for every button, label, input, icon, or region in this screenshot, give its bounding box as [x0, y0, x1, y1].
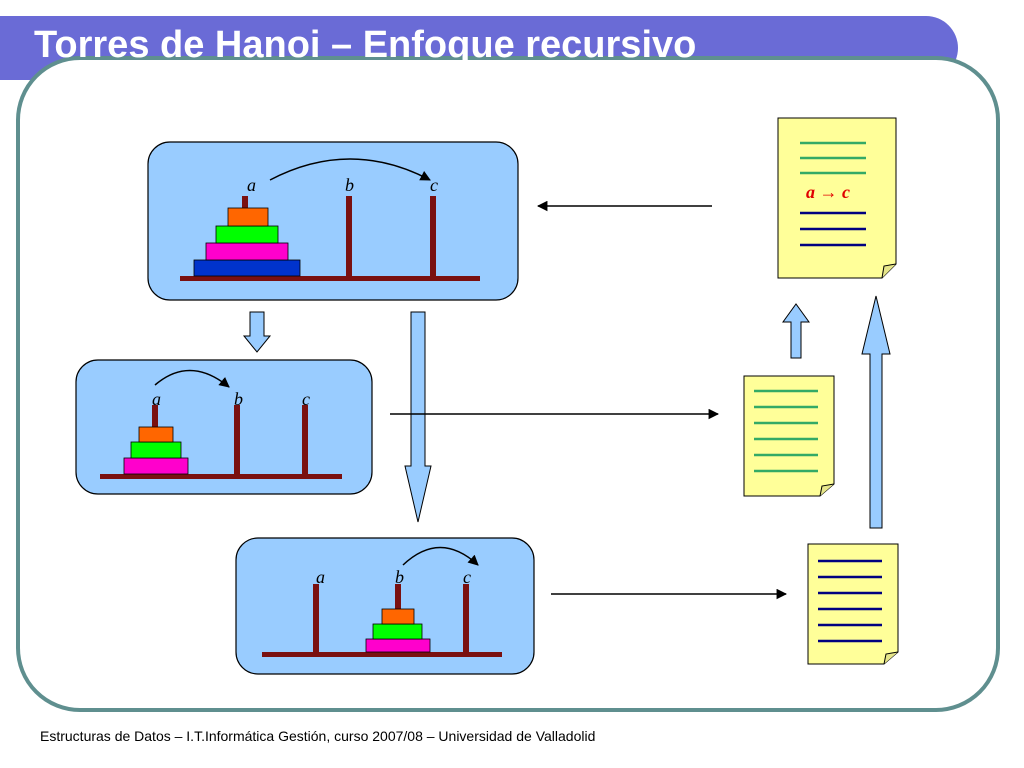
note-navy: [807, 543, 899, 665]
disk-orange: [227, 207, 269, 227]
move-arrow-b-to-c: [402, 546, 479, 566]
panel-bottom-box: [235, 537, 535, 675]
disk-green: [215, 225, 279, 244]
disk-blue: [193, 259, 301, 277]
disk-magenta: [365, 638, 431, 653]
peg-b: [346, 196, 352, 278]
disk-orange: [381, 608, 415, 625]
peg-a: [313, 584, 319, 654]
up-arrow-small: [782, 303, 810, 359]
move-arrow-a-to-c: [269, 158, 431, 181]
note-green-sheet: [743, 375, 835, 497]
peg-b: [234, 405, 240, 475]
peg-label-a: a: [247, 175, 256, 195]
note-fold: [819, 483, 835, 497]
move-rule-text: a → c: [806, 182, 850, 202]
panel-middle-box: [75, 359, 373, 495]
note-fold: [883, 651, 899, 665]
move-arrow-a-to-b: [154, 369, 230, 388]
up-arrow-long: [861, 295, 891, 529]
down-arrow-long: [404, 311, 432, 523]
peg-c: [463, 584, 469, 654]
slide-footer: Estructuras de Datos – I.T.Informática G…: [40, 728, 596, 744]
peg-label-c: c: [430, 175, 438, 195]
note-green: [743, 375, 835, 497]
slide-title: Torres de Hanoi – Enfoque recursivo: [34, 24, 697, 66]
peg-c: [302, 405, 308, 475]
peg-label-b: b: [395, 567, 404, 587]
panel-middle: a b c: [75, 359, 373, 495]
disk-magenta: [205, 242, 289, 261]
note-combined: a → c: [777, 117, 897, 279]
peg-label-c: c: [463, 567, 471, 587]
panel-bottom: a b c: [235, 537, 535, 675]
down-arrow-small: [242, 311, 272, 353]
tower-base: [262, 652, 502, 657]
tower-base: [180, 276, 480, 281]
peg-label-a: a: [152, 389, 161, 409]
peg-c: [430, 196, 436, 278]
disk-green: [130, 441, 182, 459]
disk-green: [372, 623, 423, 640]
peg-label-b: b: [345, 175, 354, 195]
disk-orange: [138, 426, 174, 443]
peg-label-b: b: [234, 389, 243, 409]
panel-top: a b c: [147, 141, 519, 301]
peg-label-c: c: [302, 389, 310, 409]
note-fold: [881, 263, 897, 279]
tower-base: [100, 474, 342, 479]
disk-magenta: [123, 457, 189, 475]
peg-label-a: a: [316, 567, 325, 587]
